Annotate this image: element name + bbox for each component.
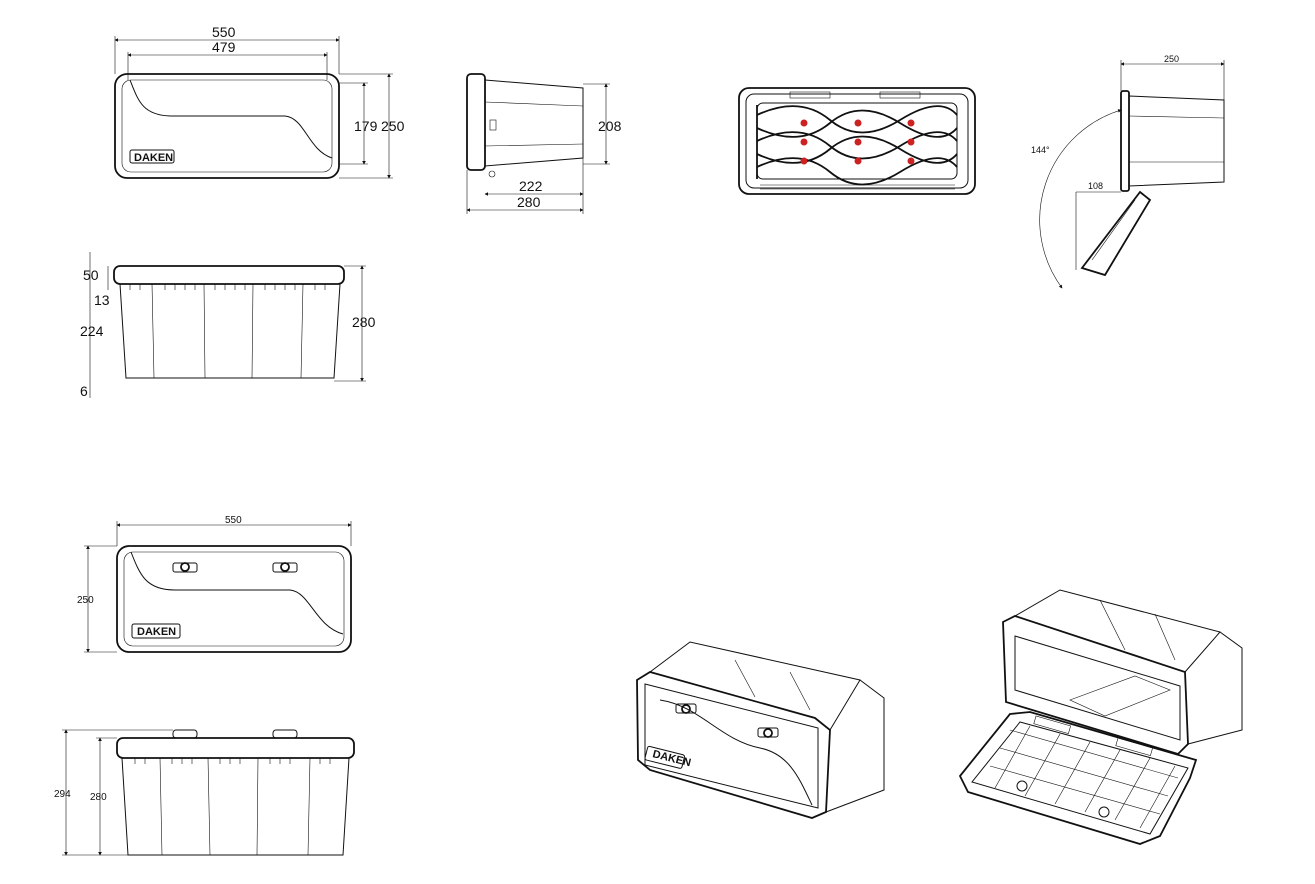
- dim-door-height: 179: [354, 118, 378, 134]
- dim-side-height: 208: [598, 118, 622, 134]
- locked-section-view: 294 280: [54, 729, 355, 856]
- dim-section-height: 280: [352, 314, 376, 330]
- dim-lid-height: 50: [83, 267, 99, 283]
- iso-lock-left-icon: [675, 703, 697, 714]
- side-body: [484, 79, 584, 167]
- dim-total-height: 294: [54, 789, 71, 800]
- open-side-view: 250 108 144°: [1031, 54, 1225, 289]
- dim-side-inner-depth: 222: [519, 178, 543, 194]
- daken-logo-front: [129, 149, 175, 164]
- iso-closed-box: DAKEN: [636, 641, 885, 819]
- iso-lock-right-icon: [757, 727, 779, 738]
- dim-locked-width: 550: [225, 515, 242, 526]
- lid-curve: [129, 79, 333, 159]
- net-anchor-points: [800, 119, 915, 165]
- dim-height: 250: [381, 118, 405, 134]
- front-view: DAKEN 550 479 179 250: [114, 24, 405, 179]
- dim-open-width: 250: [1164, 54, 1179, 64]
- dim-body: 224: [80, 323, 104, 339]
- dim-rim: 13: [94, 292, 110, 308]
- dim-locked-height: 250: [77, 595, 94, 606]
- iso-open-lid: [958, 711, 1198, 845]
- dim-width: 550: [212, 24, 236, 40]
- dim-open-offset: 108: [1088, 181, 1103, 191]
- brand-logo-locked: DAKEN: [137, 626, 176, 638]
- dim-base: 6: [80, 383, 88, 399]
- dim-side-depth: 280: [517, 194, 541, 210]
- box-front-outline: [114, 73, 340, 179]
- angle-arc: [1039, 109, 1122, 289]
- lock-left-icon: [172, 562, 198, 573]
- lock-right-icon: [272, 562, 298, 573]
- lid-outline: [738, 87, 976, 195]
- dim-inner-width: 479: [212, 39, 236, 55]
- brand-logo: DAKEN: [134, 152, 173, 164]
- iso-open-box: [958, 589, 1243, 845]
- section-view: 280 50 13 224 6: [80, 252, 376, 399]
- dim-open-angle: 144°: [1031, 145, 1050, 155]
- dim-body-height: 280: [90, 792, 107, 803]
- lid-inner-view: [738, 87, 976, 195]
- open-lid: [1080, 190, 1152, 277]
- side-lid: [466, 73, 486, 171]
- side-view: 208 222 280: [466, 73, 622, 214]
- section-lid: [113, 265, 345, 285]
- locked-front-view: DAKEN 550 250: [77, 515, 352, 653]
